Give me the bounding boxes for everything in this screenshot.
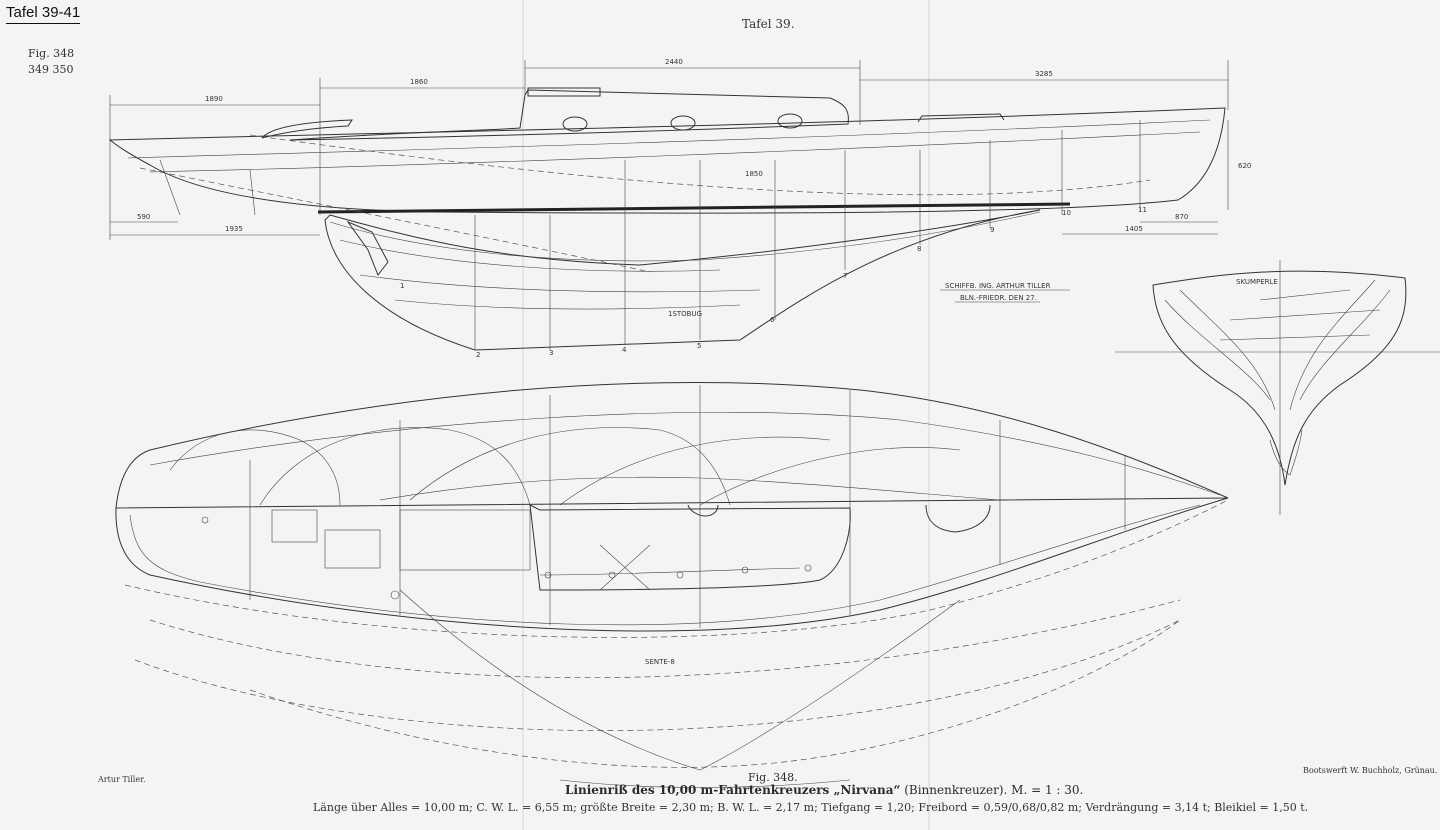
dim-label-5: 620 xyxy=(1238,162,1251,170)
station-11: 11 xyxy=(1138,206,1147,214)
figure-numbers: Fig. 348 349 350 xyxy=(28,46,74,78)
station-1: 1 xyxy=(400,282,404,290)
curve-label: SENTE-8 xyxy=(645,658,675,666)
station-6: 6 xyxy=(770,316,775,324)
dim-label-3: 2440 xyxy=(665,58,683,66)
hull-plan xyxy=(115,382,1229,638)
designer-stamp: SCHIFFB. ING. ARTHUR TILLER BLN.-FRIEDR.… xyxy=(940,282,1070,303)
shipyard-credit: Bootswerft W. Buchholz, Grünau. xyxy=(1303,766,1438,775)
dim-label-7: 1405 xyxy=(1125,225,1143,233)
dimension-lines xyxy=(109,60,1229,240)
station-9: 9 xyxy=(990,226,994,234)
plate-tag: Tafel 39-41 xyxy=(6,4,81,24)
station-3: 3 xyxy=(549,349,553,357)
dim-label-10: 1850 xyxy=(745,170,763,178)
section-label: SKUMPERLE xyxy=(1236,278,1278,286)
plate-number: Tafel 39. xyxy=(742,17,795,31)
dim-label-9: 590 xyxy=(137,213,150,221)
hull-profile xyxy=(108,87,1226,351)
figure-caption-title: Linienriß des 10,00 m-Fahrtenkreuzers „N… xyxy=(565,783,901,797)
station-2: 2 xyxy=(476,351,480,359)
station-10: 10 xyxy=(1062,209,1071,217)
dim-label-6: 1935 xyxy=(225,225,243,233)
body-plan-section xyxy=(1115,260,1440,515)
station-4: 4 xyxy=(622,346,627,354)
designer-stamp-sub: BLN.-FRIEDR. DEN 27. xyxy=(960,294,1037,302)
sectional-area-curves xyxy=(134,589,1181,788)
station-8: 8 xyxy=(917,245,921,253)
author-credit: Artur Tiller. xyxy=(98,775,146,784)
designer-stamp-name: SCHIFFB. ING. ARTHUR TILLER xyxy=(945,282,1051,290)
keel-label: 1STOBUG xyxy=(668,310,702,318)
figure-label: Fig. 348. xyxy=(748,771,798,784)
station-5: 5 xyxy=(697,342,701,350)
station-numbers: 1 2 3 4 5 6 7 8 9 10 11 xyxy=(400,206,1147,359)
station-7: 7 xyxy=(843,272,847,280)
figure-numbers-line2: 349 350 xyxy=(28,63,74,76)
figure-numbers-line1: Fig. 348 xyxy=(28,47,75,60)
dim-label-2: 1890 xyxy=(205,95,223,103)
dim-label-4: 3285 xyxy=(1035,70,1053,78)
figure-caption: Linienriß des 10,00 m-Fahrtenkreuzers „N… xyxy=(565,783,1083,797)
paper-fold-right xyxy=(928,0,930,830)
specifications-line: Länge über Alles = 10,00 m; C. W. L. = 6… xyxy=(313,801,1309,814)
paper-fold-left xyxy=(522,0,524,830)
dim-label-1: 1860 xyxy=(410,78,428,86)
dim-label-8: 870 xyxy=(1175,213,1188,221)
figure-caption-scale: (Binnenkreuzer). M. = 1 : 30. xyxy=(900,783,1084,797)
